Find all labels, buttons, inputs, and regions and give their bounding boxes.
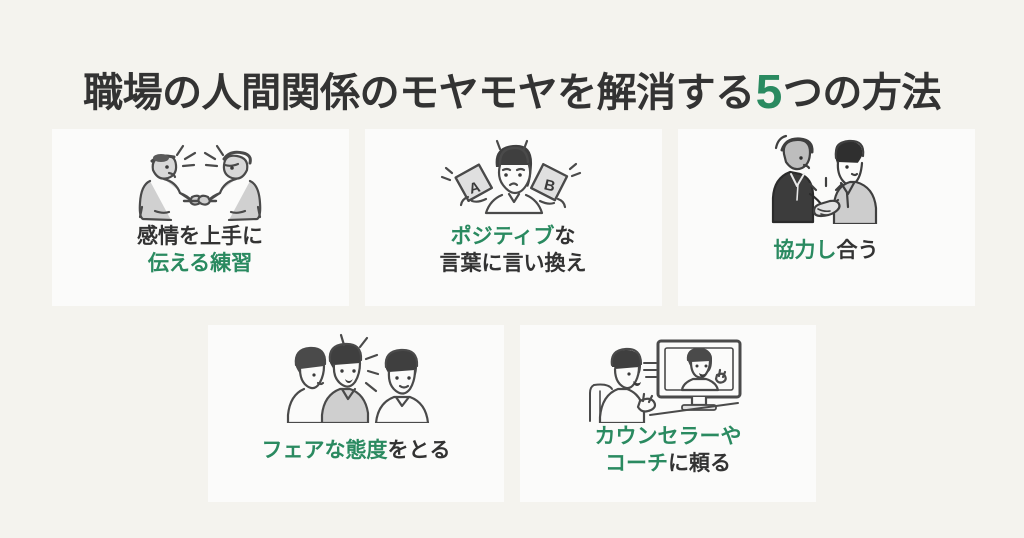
page-title: 職場の人間関係のモヤモヤを解消する5つの方法 (83, 65, 941, 120)
card-label-line2-green: コーチ (605, 452, 668, 476)
card-label-dark: 合う (836, 239, 879, 262)
card-label-line1-green: カウンセラーや (594, 425, 742, 448)
person-holding-ab-cards-icon: A B (365, 129, 662, 221)
card-label: フェアな態度をとる (262, 437, 451, 464)
card-counselor-coach[interactable]: カウンセラーやコーチに頼る (520, 325, 816, 502)
card-label-line1-dark: な (554, 225, 576, 248)
title-number-5: 5 (755, 65, 783, 119)
svg-text:B: B (542, 176, 557, 195)
card-label-line2-dark: に頼る (668, 452, 731, 476)
card-label-line1: 感情を上手に (137, 225, 263, 248)
card-label-green: フェアな態度 (261, 439, 388, 462)
two-people-talking-icon (52, 129, 349, 221)
three-people-group-icon (208, 325, 504, 423)
svg-text:A: A (467, 178, 482, 197)
card-label: 協力し合う (774, 237, 879, 264)
card-label: ポジティブな言葉に言い換え (440, 223, 587, 278)
card-label-line2: 言葉に言い換え (439, 252, 587, 276)
card-emotion-practice[interactable]: 感情を上手に伝える練習 (51, 129, 349, 306)
title-text-part2: つの方法 (782, 70, 942, 115)
title-text-part1: 職場の人間関係のモヤモヤを解消する (83, 70, 755, 115)
card-label-line1-green: ポジティブ (450, 225, 555, 248)
card-cooperate[interactable]: 協力し合う (677, 129, 975, 306)
card-label-dark: をとる (387, 439, 451, 462)
card-fair-attitude[interactable]: フェアな態度をとる (208, 325, 504, 502)
card-label: 感情を上手に伝える練習 (137, 223, 263, 278)
title-container: 職場の人間関係のモヤモヤを解消する5つの方法 (0, 38, 1024, 147)
card-positive-words[interactable]: A B ポジティブな言葉に言い換え (364, 129, 662, 306)
video-call-counseling-icon (520, 325, 816, 423)
card-label-green: 協力し (773, 239, 837, 262)
card-row-top: 感情を上手に伝える練習 (51, 129, 975, 306)
card-row-bottom: フェアな態度をとる (208, 325, 816, 502)
card-label: カウンセラーやコーチに頼る (595, 423, 742, 478)
handshake-icon (678, 129, 975, 224)
card-label-line2: 伝える練習 (147, 252, 253, 276)
